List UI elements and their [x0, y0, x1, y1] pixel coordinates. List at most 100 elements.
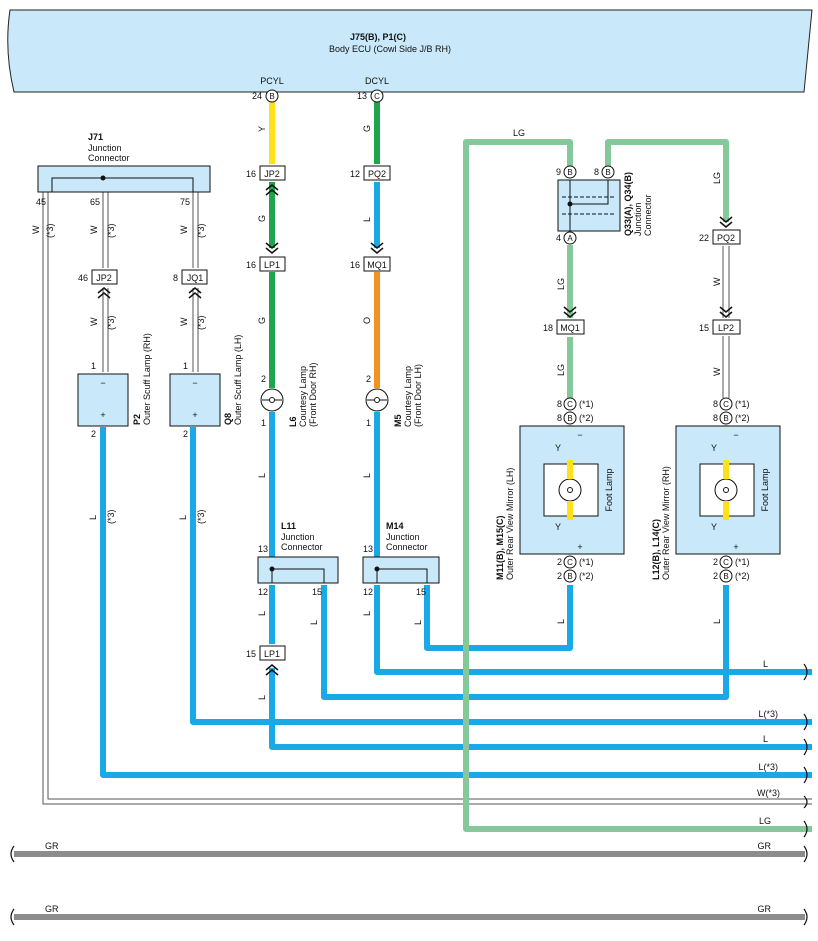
svg-text:Q33(A), Q34(B): Q33(A), Q34(B) [623, 172, 633, 236]
svg-text:18: 18 [543, 323, 553, 333]
svg-text:L12(B), L14(C): L12(B), L14(C) [651, 519, 661, 580]
svg-text:(*1): (*1) [735, 557, 750, 567]
scuff-lamp-rh: − + 1 2 [77, 361, 129, 439]
svg-text:(*3): (*3) [106, 509, 116, 524]
svg-text:L: L [88, 515, 98, 520]
svg-text:L: L [712, 619, 722, 624]
svg-text:C: C [374, 92, 380, 101]
svg-text:Courtesy Lamp: Courtesy Lamp [298, 366, 308, 427]
svg-text:Y: Y [711, 522, 717, 532]
svg-text:2: 2 [713, 557, 718, 567]
body-ecu: J75(B), P1(C) Body ECU (Cowl Side J/B RH… [7, 9, 813, 93]
svg-text:(Front Door RH): (Front Door RH) [308, 362, 318, 427]
svg-text:(*3): (*3) [196, 223, 206, 238]
l11-junction-connector: L11 Junction Connector 13 12 15 [257, 521, 339, 597]
courtesy-lamp-lh: 2 1 [365, 374, 389, 428]
svg-text:(Front Door LH): (Front Door LH) [413, 364, 423, 427]
svg-text:8: 8 [713, 413, 718, 423]
svg-text:GR: GR [758, 904, 772, 914]
svg-text:13: 13 [363, 544, 373, 554]
svg-text:L: L [763, 734, 768, 744]
svg-text:8: 8 [557, 413, 562, 423]
svg-text:13: 13 [357, 91, 367, 101]
svg-text:M5: M5 [393, 414, 403, 427]
svg-text:L: L [413, 620, 423, 625]
svg-text:LG: LG [556, 364, 566, 376]
svg-text:GR: GR [45, 841, 59, 851]
svg-text:(*3): (*3) [106, 223, 116, 238]
svg-text:Courtesy Lamp: Courtesy Lamp [403, 366, 413, 427]
wire-l-lh-mirror [424, 585, 573, 651]
svg-text:LG: LG [556, 278, 566, 290]
svg-text:C: C [567, 400, 573, 409]
svg-text:B: B [567, 168, 572, 177]
svg-text:C: C [723, 400, 729, 409]
svg-text:2: 2 [713, 571, 718, 581]
svg-text:B: B [723, 414, 728, 423]
svg-text:Connector: Connector [88, 153, 130, 163]
svg-text:Junction: Junction [88, 143, 122, 153]
svg-text:W: W [89, 225, 99, 234]
svg-text:W: W [712, 367, 722, 376]
svg-text:65: 65 [90, 197, 100, 207]
j71-junction-connector: J71 Junction Connector 45 65 75 [36, 132, 211, 207]
svg-text:Connector: Connector [386, 542, 428, 552]
svg-text:JP2: JP2 [264, 169, 280, 179]
svg-text:12: 12 [363, 587, 373, 597]
svg-text:M14: M14 [386, 521, 404, 531]
svg-text:Connector: Connector [643, 194, 653, 236]
svg-text:(*1): (*1) [579, 399, 594, 409]
svg-text:8: 8 [594, 167, 599, 177]
svg-text:W(*3): W(*3) [757, 788, 780, 798]
svg-text:L: L [362, 473, 372, 478]
svg-text:LG: LG [712, 172, 722, 184]
wire-l-r2 [190, 427, 812, 725]
svg-text:Junction: Junction [281, 532, 315, 542]
svg-text:16: 16 [350, 260, 360, 270]
wire-l-r1 [374, 585, 812, 675]
svg-text:1: 1 [366, 418, 371, 428]
svg-text:W: W [89, 317, 99, 326]
svg-text:45: 45 [36, 197, 46, 207]
wire-l-r4 [100, 427, 812, 778]
right-wire-labels: L L(*3) L L(*3) W(*3) LG GR GR GR GR [45, 659, 780, 914]
svg-text:PQ2: PQ2 [368, 169, 386, 179]
svg-text:(*2): (*2) [579, 413, 594, 423]
svg-text:L6: L6 [288, 416, 298, 427]
svg-text:W: W [179, 317, 189, 326]
wire-lg-q34 [605, 139, 729, 222]
svg-text:2: 2 [261, 374, 266, 384]
svg-text:46: 46 [78, 273, 88, 283]
svg-text:12: 12 [258, 587, 268, 597]
svg-text:(*3): (*3) [45, 223, 55, 238]
svg-text:B: B [723, 572, 728, 581]
svg-text:1: 1 [183, 361, 188, 371]
courtesy-lamp-rh: 2 1 [260, 374, 284, 428]
svg-text:W: W [179, 225, 189, 234]
svg-text:G: G [257, 215, 267, 222]
outer-mirror-lh: − + Foot Lamp Y Y [519, 425, 625, 555]
svg-text:Outer Rear View Mirror (RH): Outer Rear View Mirror (RH) [661, 466, 671, 580]
svg-text:Junction: Junction [633, 202, 643, 236]
svg-text:Outer Rear View Mirror (LH): Outer Rear View Mirror (LH) [505, 468, 515, 580]
svg-text:G: G [362, 125, 372, 132]
wire-l-rh-mirror [321, 585, 729, 700]
svg-text:16: 16 [246, 169, 256, 179]
ecu-pins: B 24 C 13 [252, 89, 384, 103]
svg-text:(*3): (*3) [196, 509, 206, 524]
m14-junction-connector: M14 Junction Connector 13 12 15 [362, 521, 440, 597]
svg-text:M11(B), M15(C): M11(B), M15(C) [495, 515, 505, 580]
svg-text:Y: Y [711, 443, 717, 453]
svg-text:8: 8 [173, 273, 178, 283]
svg-text:LP1: LP1 [264, 260, 280, 270]
svg-text:(*3): (*3) [196, 315, 206, 330]
svg-text:Connector: Connector [281, 542, 323, 552]
svg-text:MQ1: MQ1 [367, 260, 387, 270]
svg-text:L: L [257, 611, 267, 616]
svg-text:(*3): (*3) [106, 315, 116, 330]
q33-junction-connector: B 9 B 8 A 4 [556, 165, 621, 245]
svg-text:22: 22 [699, 233, 709, 243]
svg-text:15: 15 [416, 587, 426, 597]
ecu-pcyl: PCYL [260, 76, 284, 86]
